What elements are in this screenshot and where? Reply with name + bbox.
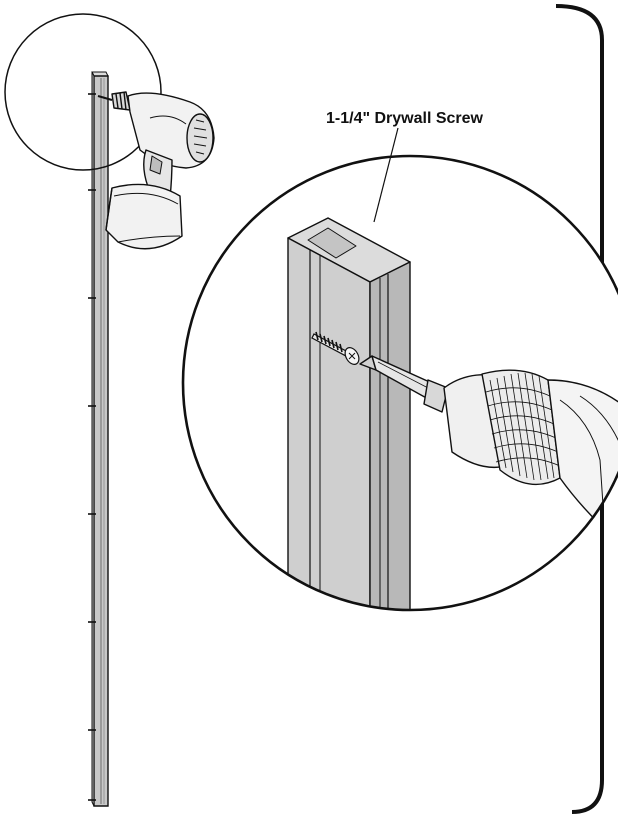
detail-magnified-view bbox=[183, 156, 618, 610]
drywall-screw-icon bbox=[311, 331, 360, 365]
magnified-stud bbox=[287, 217, 411, 610]
metal-stud-icon bbox=[88, 71, 109, 807]
detail-magnified-circle bbox=[181, 154, 618, 612]
detail-callout-circle bbox=[4, 13, 162, 171]
callout-leader-line bbox=[373, 127, 399, 223]
page-border bbox=[555, 4, 604, 814]
drywall-screw-label: 1-1/4" Drywall Screw bbox=[326, 110, 484, 127]
cordless-drill-icon bbox=[97, 91, 215, 250]
screw-marks bbox=[88, 93, 96, 801]
